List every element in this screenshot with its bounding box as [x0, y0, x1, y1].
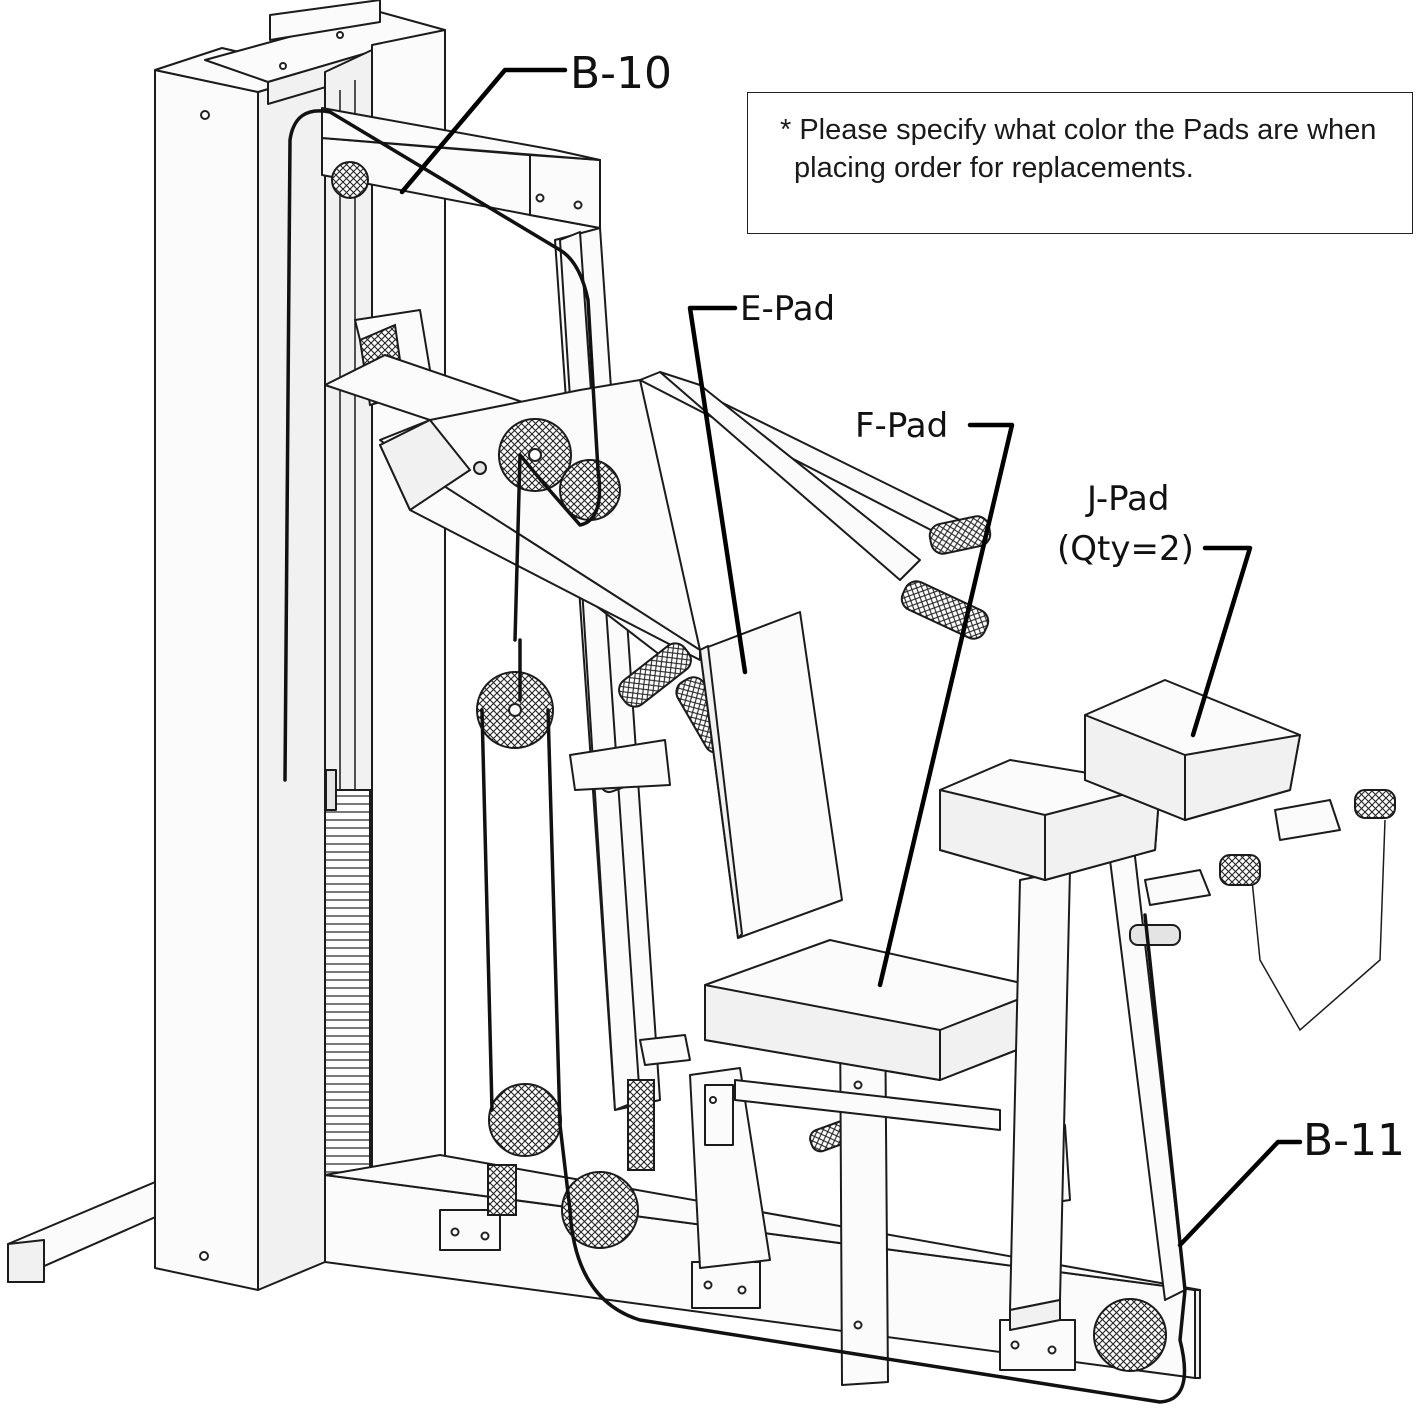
- cable-b11: [480, 638, 1187, 1404]
- adjust-bracket: [487, 739, 691, 1216]
- e-pad: [699, 611, 843, 939]
- label-j-pad: J-Pad: [1085, 479, 1169, 519]
- main-column: [154, 47, 326, 1291]
- note-line-2: placing order for replacements.: [794, 152, 1194, 184]
- floor-foot: [7, 1179, 161, 1283]
- replacement-note: * Please specify what color the Pads are…: [747, 92, 1413, 234]
- note-line-1: * Please specify what color the Pads are…: [780, 114, 1377, 146]
- label-b11: B-11: [1303, 1115, 1405, 1166]
- label-f-pad: F-Pad: [855, 406, 948, 446]
- swing-arm: [324, 309, 981, 661]
- seat-frame: [689, 999, 1071, 1386]
- label-j-pad-qty: (Qty=2): [1057, 529, 1194, 569]
- leg-support-frame: [1009, 769, 1186, 1331]
- j-pad-rear: [1084, 679, 1301, 821]
- f-pad: [704, 939, 1056, 1081]
- label-e-pad: E-Pad: [740, 289, 835, 329]
- cable-b10: [283, 109, 602, 782]
- weight-stack: [324, 769, 371, 1176]
- leg-extension-handle: [1129, 789, 1396, 1032]
- leader-lines: [399, 67, 1303, 1248]
- label-b10: B-10: [570, 48, 672, 99]
- j-pad-front: [939, 759, 1161, 881]
